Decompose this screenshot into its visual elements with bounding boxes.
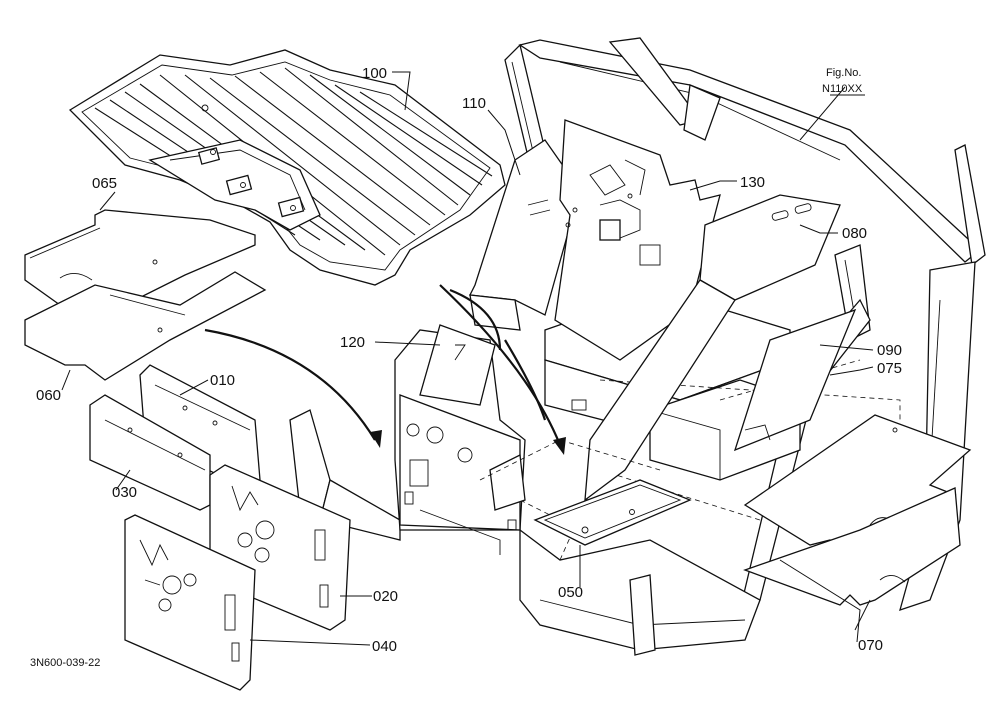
callout-labels: 100 110 130 080 065 120 090 075 010 060 …	[36, 65, 902, 655]
callout-110: 110	[462, 95, 486, 112]
leader-lines	[61, 71, 874, 646]
part-050-floor-hatch	[533, 479, 692, 546]
callout-040: 040	[372, 638, 397, 655]
fig-number: N110XX	[822, 83, 863, 95]
fig-label: Fig.No.	[826, 67, 861, 79]
figure-reference: Fig.No. N110XX	[822, 67, 863, 95]
callout-090: 090	[877, 342, 902, 359]
callout-060: 060	[36, 387, 61, 404]
part-070-right-mat	[743, 487, 961, 606]
part-130-center-panel	[554, 119, 721, 361]
callout-020: 020	[373, 588, 398, 605]
part-100-floor-mat	[68, 49, 506, 286]
assembly-arrows	[204, 284, 566, 455]
callout-050: 050	[558, 584, 583, 601]
callout-100: 100	[362, 65, 387, 82]
drawing-code: 3N600-039-22	[30, 657, 100, 669]
part-080-partition-panel	[584, 194, 841, 502]
part-110-rear-panel	[469, 139, 581, 331]
callout-075: 075	[877, 360, 902, 377]
callout-080: 080	[842, 225, 867, 242]
callout-070: 070	[858, 637, 883, 654]
part-060-left-mat	[24, 271, 267, 381]
part-040-cover-plate	[124, 514, 256, 691]
callout-010: 010	[210, 372, 235, 389]
callout-130: 130	[740, 174, 765, 191]
part-120-control-panel	[394, 324, 661, 555]
callout-030: 030	[112, 484, 137, 501]
callout-120: 120	[340, 334, 365, 351]
callout-065: 065	[92, 175, 117, 192]
